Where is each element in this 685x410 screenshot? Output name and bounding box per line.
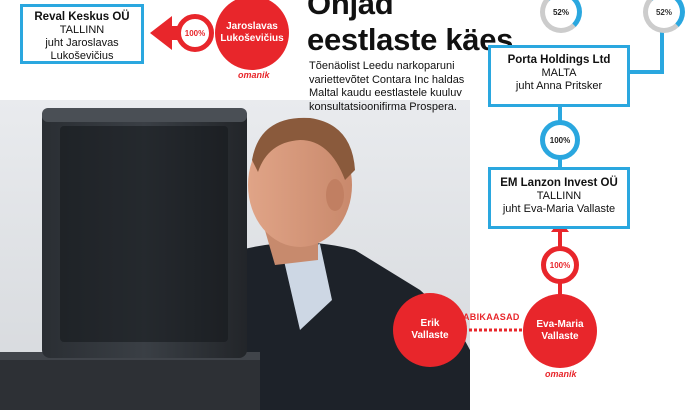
line-porta-right <box>627 28 664 74</box>
jaroslavas-first-name: Jaroslavas <box>226 21 278 32</box>
share-porta-em: 100% <box>540 120 580 160</box>
share-jaroslavas-reval: 100% <box>176 14 214 52</box>
reval-city: TALLINN <box>59 24 105 36</box>
share-eva-em: 100% <box>541 246 579 284</box>
lead-paragraph: Tõenäolist Leedu narkoparuni variettevõt… <box>309 60 465 113</box>
headline-line-2: eestlaste käes <box>307 22 514 57</box>
jaroslavas-last-name: Lukoševičius <box>220 33 284 44</box>
porta-name: Porta Holdings Ltd <box>507 54 611 66</box>
eva-maria-circle: Eva-Maria Vallaste <box>523 294 597 368</box>
reval-head-line-2: Lukoševičius <box>50 50 114 62</box>
erik-circle: Erik Vallaste <box>393 293 467 367</box>
headline: Ohjad eestlaste käes <box>307 0 513 58</box>
porta-head: juht Anna Pritsker <box>515 80 603 92</box>
court-photo <box>0 100 470 410</box>
relation-label: ABIKAASAD <box>463 312 520 322</box>
reval-keskus-box: Reval Keskus OÜ TALLINN juht Jaroslavas … <box>20 4 144 64</box>
em-name: EM Lanzon Invest OÜ <box>500 177 618 189</box>
em-lanzon-box: EM Lanzon Invest OÜ TALLINN juht Eva-Mar… <box>488 167 630 229</box>
share-top-right: 52% <box>643 0 685 33</box>
porta-city: MALTA <box>541 67 577 79</box>
erik-last-name: Vallaste <box>411 330 449 341</box>
arrow-left-icon <box>150 16 172 50</box>
eva-role: omanik <box>545 369 577 379</box>
reval-head-line-1: juht Jaroslavas <box>45 37 119 49</box>
porta-holdings-box: Porta Holdings Ltd MALTA juht Anna Prits… <box>488 45 630 107</box>
eva-last-name: Vallaste <box>541 331 579 342</box>
eva-first-name: Eva-Maria <box>536 319 584 330</box>
em-head: juht Eva-Maria Vallaste <box>502 203 616 215</box>
jaroslavas-circle: Jaroslavas Lukoševičius <box>215 0 289 70</box>
erik-first-name: Erik <box>420 318 440 329</box>
share-top-left: 52% <box>540 0 582 33</box>
headline-line-1: Ohjad <box>307 0 394 21</box>
jaroslavas-role: omanik <box>238 70 270 80</box>
em-city: TALLINN <box>536 190 582 202</box>
reval-name: Reval Keskus OÜ <box>34 11 130 23</box>
